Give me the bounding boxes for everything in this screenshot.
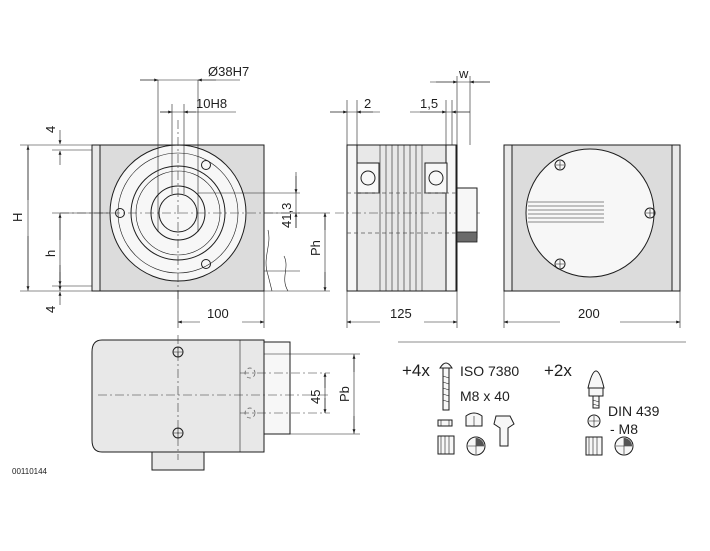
dim-width-front: 100 xyxy=(207,306,229,321)
back-screw xyxy=(554,258,566,270)
nuts-qty: +2x xyxy=(544,361,572,380)
nut-round-icon xyxy=(466,436,486,456)
clip-icon xyxy=(493,415,515,447)
dim-gap: 1,5 xyxy=(420,96,438,111)
dim-bolt-spacing: 45 xyxy=(308,390,323,404)
nut-round-icon xyxy=(614,436,634,456)
dim-keyway: 10H8 xyxy=(196,96,227,111)
screw-icon xyxy=(439,362,453,411)
back-view xyxy=(503,144,681,328)
top-foot xyxy=(151,451,205,471)
dim-width-back: 200 xyxy=(578,306,600,321)
dim-flange-offset: 2 xyxy=(364,96,371,111)
dim-w: w xyxy=(458,66,469,81)
accessories xyxy=(437,362,634,456)
front-view xyxy=(20,78,330,328)
back-cover xyxy=(525,148,655,278)
front-mount-hole xyxy=(201,259,211,269)
washer-icon xyxy=(437,419,453,427)
screws-size: M8 x 40 xyxy=(460,388,510,404)
cone-screw-icon xyxy=(587,370,605,409)
dim-depth-side: 125 xyxy=(390,306,412,321)
dim-center-height: 41,3 xyxy=(279,203,294,228)
drawing-id: 00110144 xyxy=(12,467,48,476)
top-housing xyxy=(91,339,265,453)
back-screw xyxy=(554,159,566,171)
nuts-size: - M8 xyxy=(610,421,638,437)
side-shaft-stub xyxy=(456,187,478,239)
dim-bottom-margin: 4 xyxy=(43,306,58,313)
dim-h: h xyxy=(43,250,58,257)
nut-hex-icon xyxy=(585,436,603,456)
hex-nut-icon xyxy=(587,414,601,428)
top-view xyxy=(91,335,360,471)
screws-qty: +4x xyxy=(402,361,430,380)
back-screw xyxy=(644,207,656,219)
dim-top-margin: 4 xyxy=(43,126,58,133)
dim-Pb: Pb xyxy=(337,386,352,402)
dim-Ph: Ph xyxy=(308,240,323,256)
dim-H: H xyxy=(10,213,25,222)
nuts-standard: DIN 439 xyxy=(608,403,660,419)
nut-half-icon xyxy=(465,412,483,427)
screws-standard: ISO 7380 xyxy=(460,363,519,379)
front-mount-hole xyxy=(201,160,211,170)
dim-bore: Ø38H7 xyxy=(208,64,249,79)
side-view xyxy=(330,76,490,328)
nut-hex-icon xyxy=(437,435,455,455)
